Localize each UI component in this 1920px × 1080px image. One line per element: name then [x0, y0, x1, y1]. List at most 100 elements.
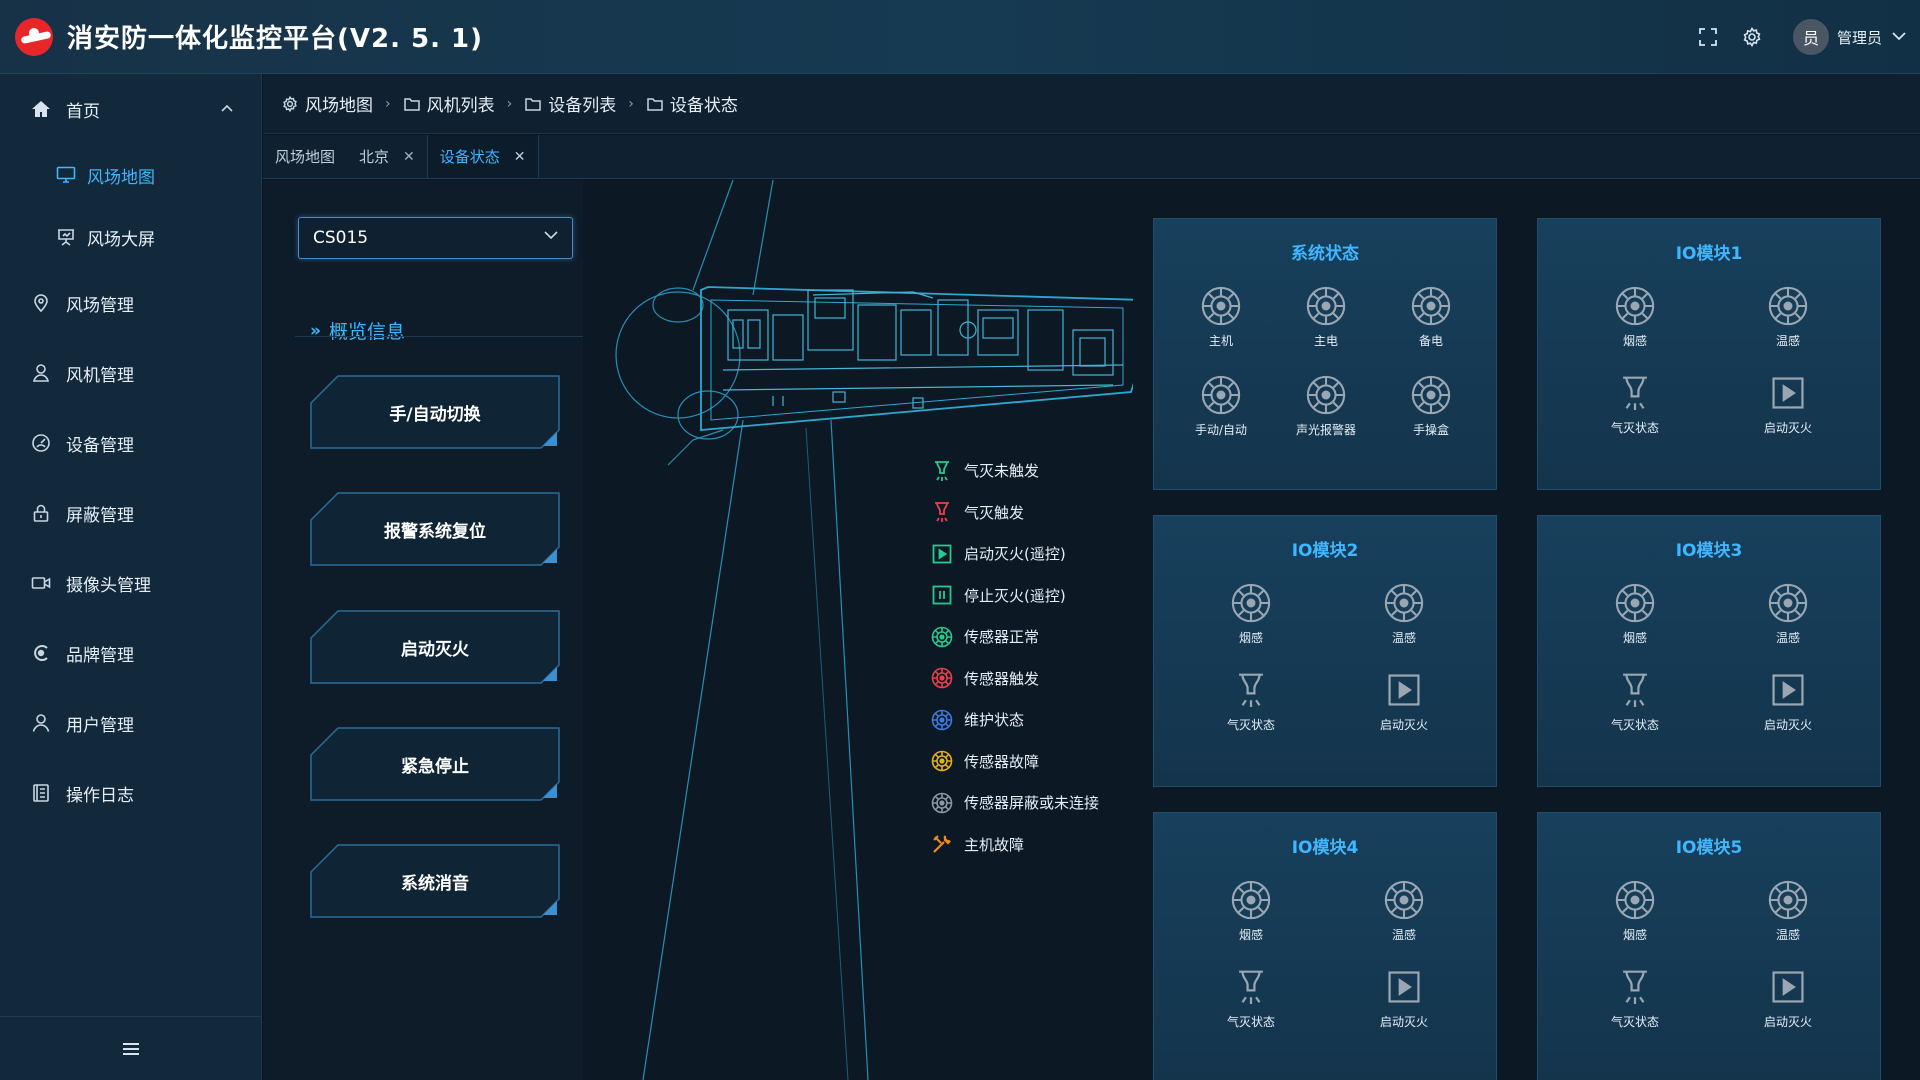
sensor-icon: [930, 749, 954, 773]
nozzle-icon: [1229, 965, 1273, 1009]
device-smoke-detector[interactable]: 烟感: [1590, 581, 1680, 646]
sensor-icon: [1229, 581, 1273, 625]
sidebar-item-brand-management[interactable]: 品牌管理: [0, 618, 261, 688]
close-icon[interactable]: ✕: [513, 148, 526, 165]
location-icon: [30, 292, 52, 314]
sensor-icon: [1613, 581, 1657, 625]
sidebar-item-wind-farm-map[interactable]: 风场地图: [0, 144, 261, 206]
turbine-diagram: 气灭未触发 气灭触发 启动灭火(遥控) 停止灭火(遥控) 传感器正常 传感器触发: [583, 180, 1133, 1080]
device-hand-control-box[interactable]: 手操盒: [1386, 373, 1476, 438]
sidebar-item-shield-management[interactable]: 屏蔽管理: [0, 478, 261, 548]
device-gas-status[interactable]: 气灭状态: [1590, 371, 1680, 436]
chevron-right-icon: ›: [385, 95, 391, 112]
manual-auto-switch-button[interactable]: 手/自动切换: [310, 375, 560, 449]
avatar[interactable]: 员: [1792, 19, 1829, 55]
sensor-icon: [1199, 373, 1243, 417]
breadcrumb-item[interactable]: 风机列表: [403, 91, 495, 116]
device-smoke-detector[interactable]: 烟感: [1206, 581, 1296, 646]
alarm-reset-button[interactable]: 报警系统复位: [310, 492, 560, 566]
breadcrumb: 风场地图 › 风机列表 › 设备列表 › 设备状态: [263, 74, 1920, 134]
home-icon: [30, 98, 52, 120]
sidebar-item-device-management[interactable]: 设备管理: [0, 408, 261, 478]
device-backup-power[interactable]: 备电: [1386, 284, 1476, 349]
device-heat-detector[interactable]: 温感: [1359, 878, 1449, 943]
emergency-stop-button[interactable]: 紧急停止: [310, 727, 560, 801]
breadcrumb-item[interactable]: 风场地图: [281, 91, 373, 116]
turbine-illustration: [615, 180, 1133, 1080]
device-gas-status[interactable]: 气灭状态: [1206, 965, 1296, 1030]
device-smoke-detector[interactable]: 烟感: [1206, 878, 1296, 943]
sidebar-item-wind-farm-screen[interactable]: 风场大屏: [0, 206, 261, 268]
device-gas-status[interactable]: 气灭状态: [1206, 668, 1296, 733]
sensor-icon: [930, 666, 954, 690]
folder-icon: [524, 95, 542, 113]
nozzle-icon: [930, 500, 954, 524]
chevron-down-icon[interactable]: [1892, 29, 1906, 45]
sidebar-item-label: 风机管理: [66, 365, 134, 386]
overview-heading: » 概览信息: [310, 320, 405, 344]
device-heat-detector[interactable]: 温感: [1743, 284, 1833, 349]
sensor-icon: [1409, 373, 1453, 417]
user-name[interactable]: 管理员: [1836, 28, 1882, 47]
device-gas-status[interactable]: 气灭状态: [1590, 965, 1680, 1030]
nozzle-icon: [1613, 668, 1657, 712]
device-heat-detector[interactable]: 温感: [1743, 878, 1833, 943]
device-heat-detector[interactable]: 温感: [1359, 581, 1449, 646]
device-start-extinguish[interactable]: 启动灭火: [1743, 371, 1833, 436]
legend-item: 气灭触发: [930, 492, 1099, 534]
sidebar-item-label: 设备管理: [66, 435, 134, 456]
device-smoke-detector[interactable]: 烟感: [1590, 878, 1680, 943]
device-heat-detector[interactable]: 温感: [1743, 581, 1833, 646]
breadcrumb-item: 设备状态: [646, 91, 738, 116]
sidebar: 首页 风场地图 风场大屏 风场管理 风机管理 设备管理 屏蔽管理 摄像头管理 品…: [0, 74, 262, 1080]
sidebar-item-user-management[interactable]: 用户管理: [0, 688, 261, 758]
gear-icon[interactable]: [1739, 24, 1765, 50]
tab-beijing[interactable]: 北京✕: [359, 148, 415, 166]
device-sound-light-alarm[interactable]: 声光报警器: [1281, 373, 1371, 438]
start-extinguish-button[interactable]: 启动灭火: [310, 610, 560, 684]
device-main-power[interactable]: 主电: [1281, 284, 1371, 349]
chevron-up-icon[interactable]: [221, 100, 233, 116]
fullscreen-icon[interactable]: [1695, 24, 1721, 50]
device-host[interactable]: 主机: [1176, 284, 1266, 349]
device-start-extinguish[interactable]: 启动灭火: [1743, 965, 1833, 1030]
device-start-extinguish[interactable]: 启动灭火: [1743, 668, 1833, 733]
wrench-icon: [930, 832, 954, 856]
sensor-icon: [1409, 284, 1453, 328]
sensor-icon: [1304, 284, 1348, 328]
sidebar-item-turbine-management[interactable]: 风机管理: [0, 338, 261, 408]
system-mute-button[interactable]: 系统消音: [310, 844, 560, 918]
card-io-module-4: IO模块4 烟感 温感 气灭状态 启动灭火: [1153, 812, 1497, 1080]
legend-item: 停止灭火(遥控): [930, 575, 1099, 617]
sensor-icon: [1304, 373, 1348, 417]
close-icon[interactable]: ✕: [403, 148, 415, 165]
legend-item: 传感器屏蔽或未连接: [930, 782, 1099, 824]
device-gas-status[interactable]: 气灭状态: [1590, 668, 1680, 733]
device-start-extinguish[interactable]: 启动灭火: [1359, 965, 1449, 1030]
sensor-icon: [930, 708, 954, 732]
sensor-icon: [1199, 284, 1243, 328]
tab-wind-farm-map[interactable]: 风场地图: [275, 148, 336, 166]
sidebar-item-operation-log[interactable]: 操作日志: [0, 758, 261, 828]
sensor-icon: [1766, 581, 1810, 625]
legend-item: 维护状态: [930, 699, 1099, 741]
breadcrumb-item[interactable]: 设备列表: [524, 91, 616, 116]
tab-bar: 风场地图 北京✕ 设备状态✕: [263, 135, 1920, 179]
device-smoke-detector[interactable]: 烟感: [1590, 284, 1680, 349]
play-icon: [1766, 965, 1810, 1009]
sidebar-item-camera-management[interactable]: 摄像头管理: [0, 548, 261, 618]
card-io-module-3: IO模块3 烟感 温感 气灭状态 启动灭火: [1537, 515, 1881, 787]
play-icon: [1766, 668, 1810, 712]
collapse-menu-icon[interactable]: [0, 1016, 262, 1080]
app-logo: [15, 17, 53, 56]
sidebar-item-home[interactable]: 首页: [0, 74, 261, 144]
sidebar-item-label: 屏蔽管理: [66, 505, 134, 526]
device-manual-auto[interactable]: 手动/自动: [1176, 373, 1266, 438]
device-start-extinguish[interactable]: 启动灭火: [1359, 668, 1449, 733]
sidebar-item-wind-farm-management[interactable]: 风场管理: [0, 268, 261, 338]
header-actions: 员 管理员: [1695, 0, 1906, 74]
turbine-select[interactable]: CS015: [298, 217, 573, 259]
tab-device-status[interactable]: 设备状态✕: [426, 135, 539, 178]
legend-item: 启动灭火(遥控): [930, 533, 1099, 575]
status-legend: 气灭未触发 气灭触发 启动灭火(遥控) 停止灭火(遥控) 传感器正常 传感器触发: [930, 450, 1099, 865]
